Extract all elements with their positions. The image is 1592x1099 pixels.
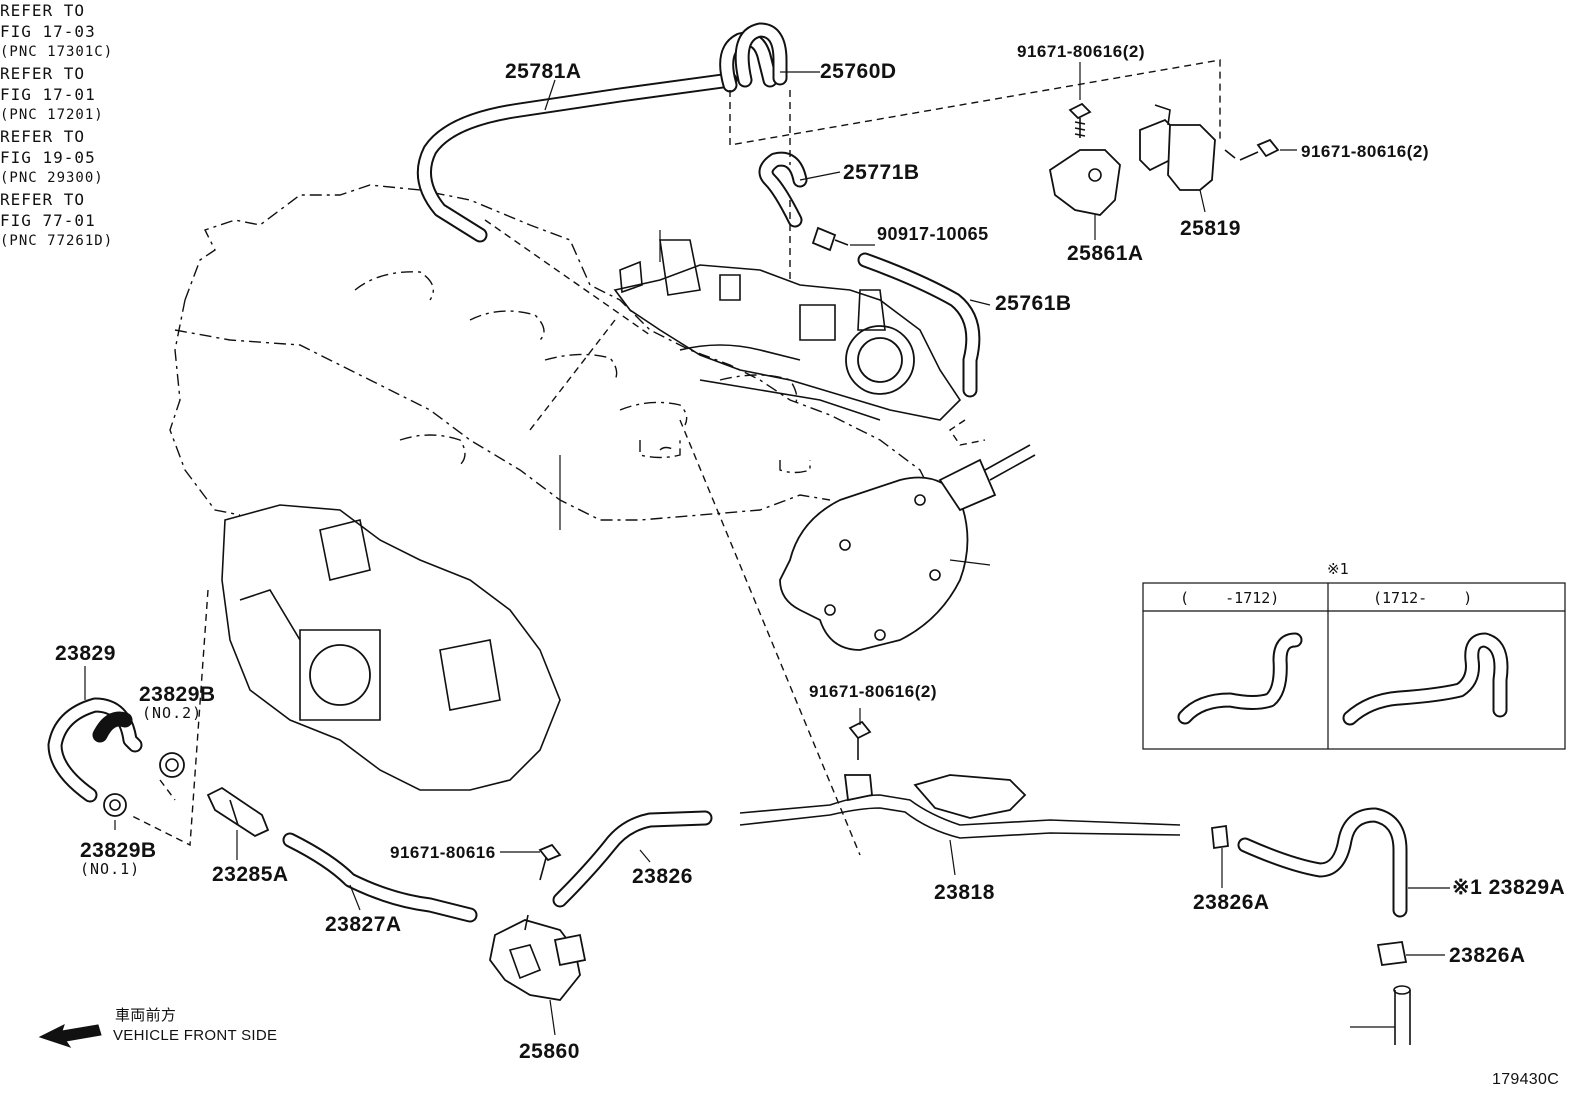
lower-engine-part <box>221 504 561 791</box>
variant-right-header: (1712- ) <box>1373 589 1473 607</box>
front-label-english: VEHICLE FRONT SIDE <box>113 1027 278 1044</box>
vsv-25860 <box>489 914 587 1001</box>
hose-25760D <box>719 22 788 93</box>
label-91671-top: 91671-80616(2) <box>1017 42 1145 61</box>
label-25781A: 25781A <box>505 60 582 83</box>
hose-pnc-77261D <box>1393 985 1411 1045</box>
hose-23829A <box>1237 807 1408 918</box>
label-23826: 23826 <box>632 865 693 888</box>
engine-block-outline <box>169 184 936 521</box>
clamp-23826A-top <box>1211 824 1229 850</box>
intake-manifold <box>613 239 962 421</box>
label-25771B: 25771B <box>843 161 920 184</box>
label-25760D: 25760D <box>820 60 897 83</box>
hose-25771B <box>758 151 808 228</box>
label-25861A: 25861A <box>1067 242 1144 265</box>
vacuum-pump <box>779 444 1036 651</box>
bolt-91671-low <box>848 720 872 760</box>
valve-23285A <box>206 786 270 838</box>
label-23827A: 23827A <box>325 913 402 936</box>
label-no1: (NO.1) <box>80 860 141 878</box>
variant-mark: ※1 <box>1327 560 1349 578</box>
hose-25781A <box>416 72 738 243</box>
label-91671-mid: 91671-80616 <box>390 843 496 862</box>
label-25860: 25860 <box>519 1040 580 1063</box>
valve-25819 <box>1139 104 1236 191</box>
hose-23829 <box>47 697 143 803</box>
label-90917-10065: 90917-10065 <box>877 224 989 244</box>
hose-23827A <box>282 832 478 923</box>
label-23829: 23829 <box>55 642 116 665</box>
label-23826A-top: 23826A <box>1193 891 1270 914</box>
hose-23826 <box>552 810 713 908</box>
label-91671-low: 91671-80616(2) <box>809 682 937 701</box>
variant-box <box>1142 582 1566 750</box>
bolt-91671-top <box>1068 102 1092 138</box>
label-23826A-bottom: 23826A <box>1449 944 1526 967</box>
arrow-left-icon <box>38 1024 102 1048</box>
bolt-91671-right <box>1239 138 1280 161</box>
label-91671-right: 91671-80616(2) <box>1301 142 1429 161</box>
label-23285A: 23285A <box>212 863 289 886</box>
clamp-23829B-no1 <box>103 793 127 817</box>
pipe-23818 <box>739 774 1181 839</box>
bolt-91671-mid <box>538 843 562 881</box>
leader-lines <box>84 62 1450 1036</box>
label-23829A: ※1 23829A <box>1452 876 1566 899</box>
figure-id: 179430C <box>1492 1071 1560 1088</box>
label-23829B-no2: 23829B <box>139 683 216 706</box>
label-no2: (NO.2) <box>142 704 203 722</box>
clamp-23829B-no2 <box>159 752 185 778</box>
label-23818: 23818 <box>934 881 995 904</box>
label-23829B-no1: 23829B <box>80 839 157 862</box>
bracket-25861A <box>1048 149 1121 216</box>
hose-25761B <box>857 252 981 398</box>
clamp-23826A-bottom <box>1376 941 1408 966</box>
variant-left-header: ( -1712) <box>1180 589 1280 607</box>
label-25761B: 25761B <box>995 292 1072 315</box>
label-25819: 25819 <box>1180 217 1241 240</box>
front-label-japanese: 車両前方 <box>115 1007 177 1024</box>
valve-90917-10065 <box>811 226 849 252</box>
